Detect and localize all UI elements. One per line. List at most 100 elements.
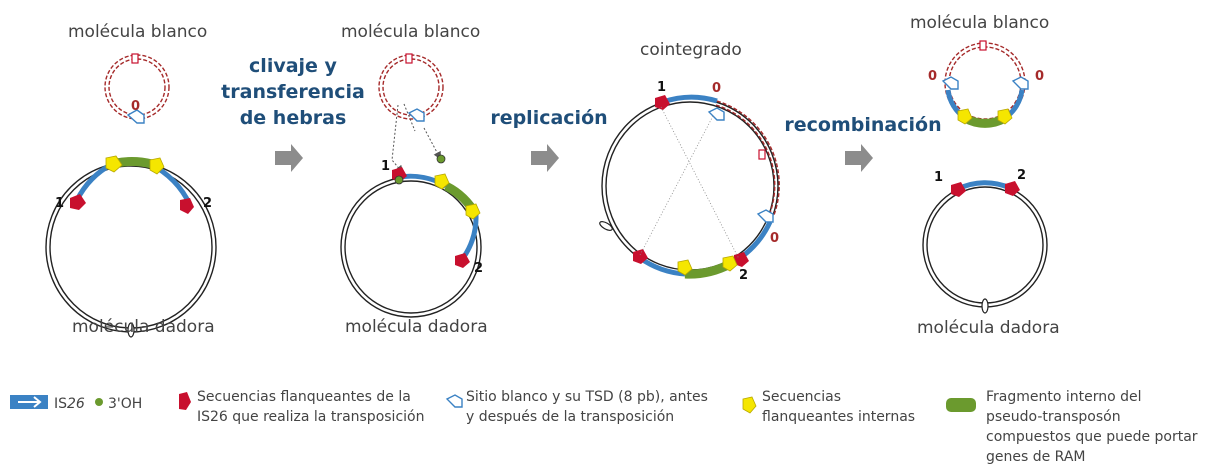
panel-1-donor-outer <box>45 161 217 333</box>
panel-3-target-arc-inner <box>715 104 776 214</box>
panel-2-internal-right <box>465 203 481 220</box>
panel-3-flank-bottom <box>633 249 648 264</box>
panel-2-strand-guide-right <box>423 127 441 160</box>
step-cleavage-arrow <box>275 144 303 172</box>
legend-fragment-swatch <box>946 398 976 412</box>
panel-3-target-site-top <box>707 107 725 121</box>
legend-target-line-1: Sitio blanco y su TSD (8 pb), antes <box>466 389 708 405</box>
panel-2-oh-left <box>394 175 404 185</box>
panel-1-donor-inner <box>49 165 213 329</box>
legend-flank-line-1: Secuencias flanqueantes de la <box>197 389 411 405</box>
panel-1-flank-left <box>70 194 86 210</box>
panel-1-internal-right <box>149 157 165 175</box>
panel-3-label-2: 2 <box>739 268 748 283</box>
panel-4-target-label: molécula blanco <box>910 13 1049 33</box>
panel-1-label-2: 2 <box>203 196 212 211</box>
panel-2-flank-2 <box>455 253 470 268</box>
legend-internal-icon <box>742 396 757 414</box>
panel-3-flank-1 <box>655 95 670 110</box>
panel-2-target-site-icon <box>407 108 425 122</box>
panel-2-donor-inner <box>344 180 478 314</box>
panel-3-origin <box>599 221 613 231</box>
legend-target-line-2: y después de la transposición <box>466 409 674 425</box>
panel-2: molécula blanco 1 2 molécula dadora <box>340 22 488 337</box>
panel-1-target-label: molécula blanco <box>68 22 207 42</box>
panel-2-strand-guide-left <box>391 104 404 174</box>
panel-1-flank-right <box>180 198 194 214</box>
panel-2-target-site-top <box>405 53 413 64</box>
panel-4-donor-origin <box>981 298 989 314</box>
legend: IS26 3'OH Secuencias flanqueantes de la … <box>10 389 1198 465</box>
step-cleavage-line-2: transferencia <box>221 81 365 103</box>
panel-4-zero-right: 0 <box>1035 69 1044 84</box>
panel-2-label-1: 1 <box>381 159 390 174</box>
panel-4: molécula blanco 0 0 1 2 molécula dadora <box>910 13 1060 338</box>
panel-1-donor-label: molécula dadora <box>72 317 215 337</box>
panel-4-target-site-top <box>979 40 987 51</box>
step-recombination-arrow <box>845 144 873 172</box>
legend-oh-text: 3'OH <box>108 396 142 412</box>
panel-1-donor-origin <box>127 322 135 338</box>
panel-2-target-circle-outer <box>378 54 444 120</box>
step-cleavage: clivaje y transferencia de hebras <box>221 55 365 172</box>
panel-1-target-site-top <box>131 53 139 64</box>
legend-is26-text: IS26 <box>54 396 85 412</box>
legend-oh-dot <box>95 398 103 406</box>
panel-4-donor-outer <box>922 182 1048 308</box>
panel-2-target-label: molécula blanco <box>341 22 480 42</box>
legend-is26-prefix: IS <box>54 396 67 412</box>
panel-4-zero-left: 0 <box>928 69 937 84</box>
panel-3-inner <box>605 101 775 271</box>
step-recombination: recombinación <box>784 114 942 172</box>
panel-4-flank-1 <box>951 182 966 197</box>
panel-2-oh-right <box>436 154 446 164</box>
panel-2-label-2: 2 <box>474 261 483 276</box>
panel-4-label-2: 2 <box>1017 168 1026 183</box>
step-cleavage-line-3: de hebras <box>240 107 347 129</box>
panel-3-guide-2 <box>639 115 714 256</box>
legend-internal-line-1: Secuencias <box>762 389 841 405</box>
panel-1: molécula blanco 0 1 2 molécula dadora <box>45 22 217 338</box>
panel-4-target-site-right <box>1011 76 1029 90</box>
step-recombination-label: recombinación <box>784 114 941 136</box>
panel-3-internal-left <box>677 259 693 276</box>
panel-4-flank-2 <box>1005 181 1020 196</box>
panel-4-is26-donor <box>956 180 1012 192</box>
panel-2-internal-left <box>434 173 450 190</box>
panel-1-zero: 0 <box>131 99 140 114</box>
legend-target-icon <box>445 394 463 408</box>
panel-3-target-site-right <box>756 209 774 223</box>
panel-3-is26-top <box>662 94 718 105</box>
legend-flank-line-2: IS26 que realiza la transposición <box>197 409 424 425</box>
panel-1-label-1: 1 <box>55 196 64 211</box>
panel-3-zero-top: 0 <box>712 81 721 96</box>
panel-4-donor-inner <box>926 186 1044 304</box>
panel-4-label-1: 1 <box>934 170 943 185</box>
legend-is26-arrow-icon <box>18 396 42 408</box>
step-replication-label: replicación <box>490 107 607 129</box>
panel-4-donor-label: molécula dadora <box>917 318 1060 338</box>
panel-3-target-arc-outer <box>716 100 780 216</box>
panel-4-target-site-left <box>941 76 959 90</box>
panel-3: cointegrado 1 2 0 0 <box>599 40 780 283</box>
legend-is26-number: 26 <box>67 396 85 412</box>
panel-2-donor-label: molécula dadora <box>345 317 488 337</box>
panel-3-label: cointegrado <box>640 40 742 60</box>
panel-2-strand-guide-center <box>403 103 416 132</box>
panel-3-flank-2 <box>734 252 749 267</box>
panel-2-target-circle-inner <box>382 58 440 116</box>
step-replication-arrow <box>531 144 559 172</box>
panel-3-internal-right <box>722 255 738 272</box>
step-replication: replicación <box>490 107 608 172</box>
panel-3-target-marker <box>758 149 766 160</box>
panel-3-guide-1 <box>660 106 740 260</box>
panel-1-target-site-icon <box>126 109 145 124</box>
legend-internal-line-2: flanqueantes internas <box>762 409 915 425</box>
legend-flank-icon <box>179 392 191 410</box>
panel-4-internal-right <box>997 108 1013 125</box>
panel-4-target-circle-inner <box>948 46 1022 120</box>
legend-fragment-line-1: Fragmento interno del <box>986 389 1142 405</box>
legend-fragment-line-4: genes de RAM <box>986 449 1086 465</box>
panel-3-zero-right: 0 <box>770 231 779 246</box>
